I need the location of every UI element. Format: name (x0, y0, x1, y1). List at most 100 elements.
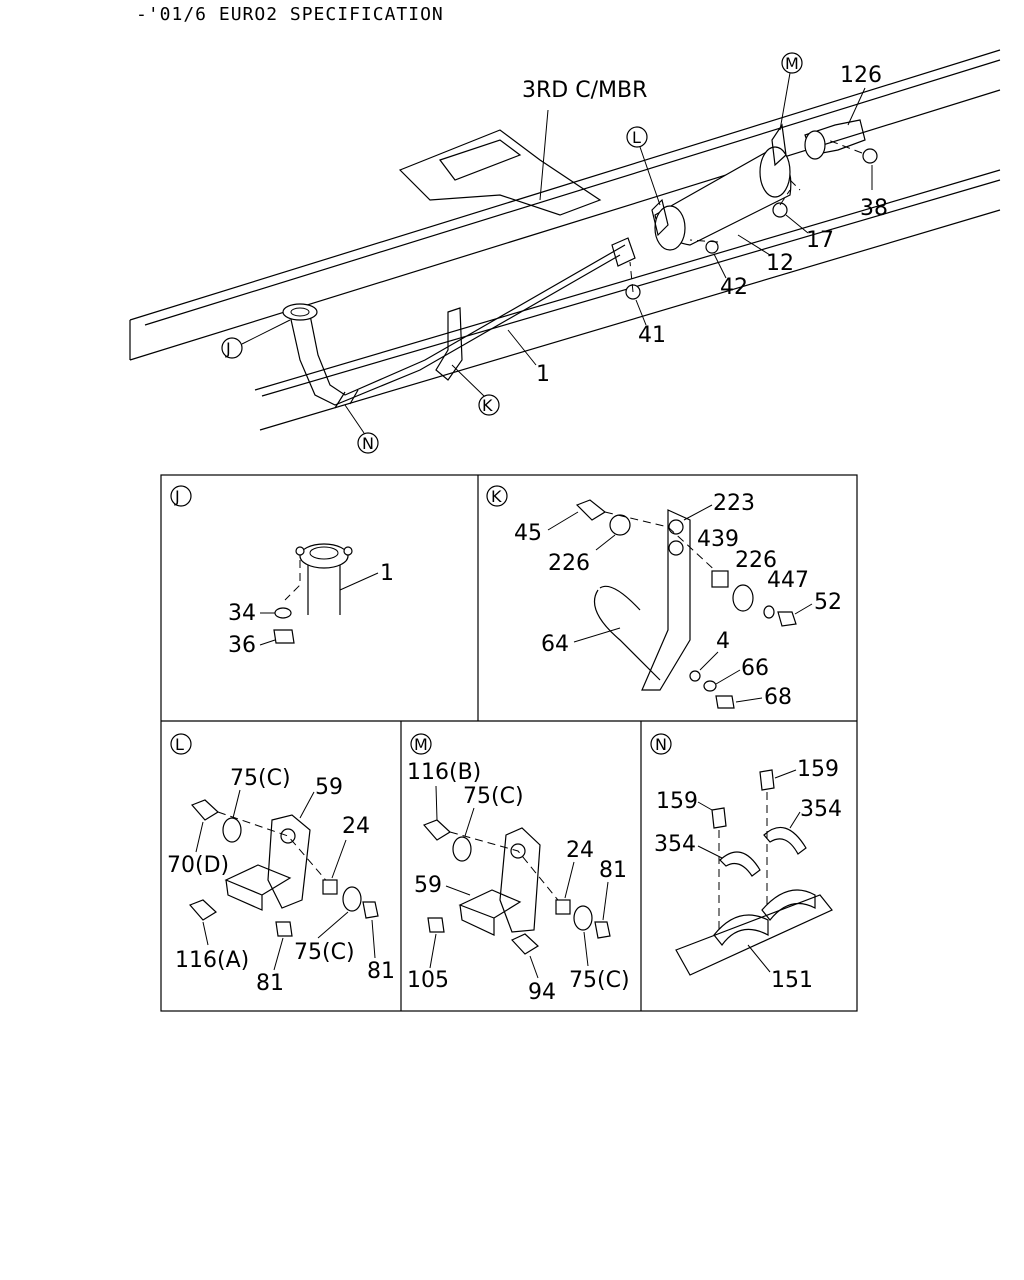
callout-k[interactable]: K (451, 364, 500, 416)
collar-439 (711, 570, 729, 588)
muffler-bracket-l (651, 198, 669, 237)
part-label-94: 94 (528, 980, 556, 1005)
nut-68 (715, 695, 735, 709)
heat-shield-151 (675, 894, 833, 976)
svg-text:J: J (225, 339, 231, 358)
callout-n[interactable]: N (344, 404, 379, 454)
washer-447 (763, 605, 775, 619)
part-label-116b: 116(B) (407, 760, 481, 785)
svg-text:J: J (174, 487, 180, 506)
detail-panel-j: J 1 34 36 (170, 485, 394, 658)
svg-text:M: M (785, 54, 799, 73)
bolt-159-b (759, 769, 775, 791)
clamp-lower-b (761, 889, 816, 921)
pipe-flange (299, 543, 349, 569)
clamp-lower-a (713, 914, 769, 946)
bolt-42 (705, 240, 719, 254)
bushing-226b (732, 584, 754, 612)
detail-panel-m: M 116(B) 75(C) 24 81 59 105 94 (407, 733, 630, 1005)
svg-text:K: K (491, 487, 502, 506)
part-label-52: 52 (814, 590, 842, 615)
detail-panel-k: K 223 45 439 226 226 447 52 (486, 485, 842, 710)
main-assembly-view: 3RD C/MBR (129, 49, 1001, 454)
part-label-36: 36 (228, 633, 256, 658)
washer-4 (689, 670, 701, 682)
part-label-105: 105 (407, 968, 449, 993)
svg-text:M: M (414, 735, 428, 754)
bracket-base (224, 864, 292, 911)
svg-text:N: N (655, 735, 667, 754)
svg-text:L: L (175, 735, 184, 754)
part-label-81-a: 81 (256, 971, 284, 996)
part-label-439: 439 (697, 527, 739, 552)
part-label-126: 126 (840, 63, 882, 88)
bolt-94 (510, 933, 539, 955)
part-label-1: 1 (536, 362, 550, 387)
collar-24 (322, 879, 338, 895)
part-label-70d: 70(D) (167, 853, 229, 878)
pipe-section (307, 560, 341, 615)
bolt-159-a (711, 807, 727, 829)
frame-rail-lower (254, 169, 1001, 431)
bolt-17 (772, 202, 788, 218)
cross-member-leader (539, 109, 549, 201)
part-label-354-a: 354 (654, 832, 696, 857)
panel-j-callout: J (170, 485, 192, 507)
part-label-223: 223 (713, 491, 755, 516)
part-label-4: 4 (716, 629, 730, 654)
part-label-75c-b: 75(C) (569, 968, 630, 993)
nut-52 (777, 611, 797, 627)
cross-member-label: 3RD C/MBR (522, 78, 647, 103)
part-label-75c-b: 75(C) (294, 940, 355, 965)
svg-text:K: K (482, 396, 493, 415)
detail-panels-grid (160, 474, 858, 1012)
callout-l[interactable]: L (626, 126, 661, 206)
part-label-41: 41 (638, 323, 666, 348)
washer-66 (703, 680, 717, 692)
part-label-354-b: 354 (800, 797, 842, 822)
part-label-42: 42 (720, 275, 748, 300)
part-label-151: 151 (771, 968, 813, 993)
panel-k-callout: K (486, 485, 508, 507)
nut-81 (594, 921, 611, 939)
u-bolt-64 (593, 585, 661, 681)
callout-m[interactable]: M (779, 52, 803, 131)
cross-member (398, 129, 602, 216)
frame-rail-upper (129, 49, 1001, 361)
part-label-75c-a: 75(C) (230, 766, 291, 791)
panel-m-callout: M (410, 733, 432, 755)
part-label-64: 64 (541, 632, 569, 657)
clamp-354-a (719, 851, 761, 877)
part-label-59: 59 (315, 775, 343, 800)
nut-105 (427, 917, 445, 933)
page-title: -'01/6 EURO2 SPECIFICATION (136, 4, 444, 25)
bracket-59 (267, 814, 311, 909)
panel-l-callout: L (170, 733, 192, 755)
part-label-59: 59 (414, 873, 442, 898)
muffler-bracket-m (771, 123, 787, 167)
nut-36 (273, 629, 295, 644)
part-label-68: 68 (764, 685, 792, 710)
washer-75c-a (452, 836, 472, 862)
part-label-45: 45 (514, 521, 542, 546)
washer-75c-b (342, 886, 362, 912)
part-label-34: 34 (228, 601, 256, 626)
part-label-12: 12 (766, 251, 794, 276)
bolt-116a (188, 899, 217, 921)
bushing-226a (609, 514, 631, 536)
clamp-354-b (763, 826, 807, 855)
bolt-70d (190, 799, 219, 821)
callout-j[interactable]: J (221, 319, 291, 359)
part-label-159-a: 159 (656, 789, 698, 814)
front-pipe (289, 244, 626, 406)
bracket-base (458, 889, 522, 936)
bolt-116b (422, 819, 451, 841)
detail-panel-l: L 75(C) 59 24 70(D) 116(A) 81 75 (167, 733, 395, 996)
part-label-24: 24 (342, 814, 370, 839)
washer-75c-b (573, 905, 593, 931)
front-pipe-flange (282, 303, 318, 321)
part-label-159-b: 159 (797, 757, 839, 782)
svg-text:N: N (362, 434, 374, 453)
